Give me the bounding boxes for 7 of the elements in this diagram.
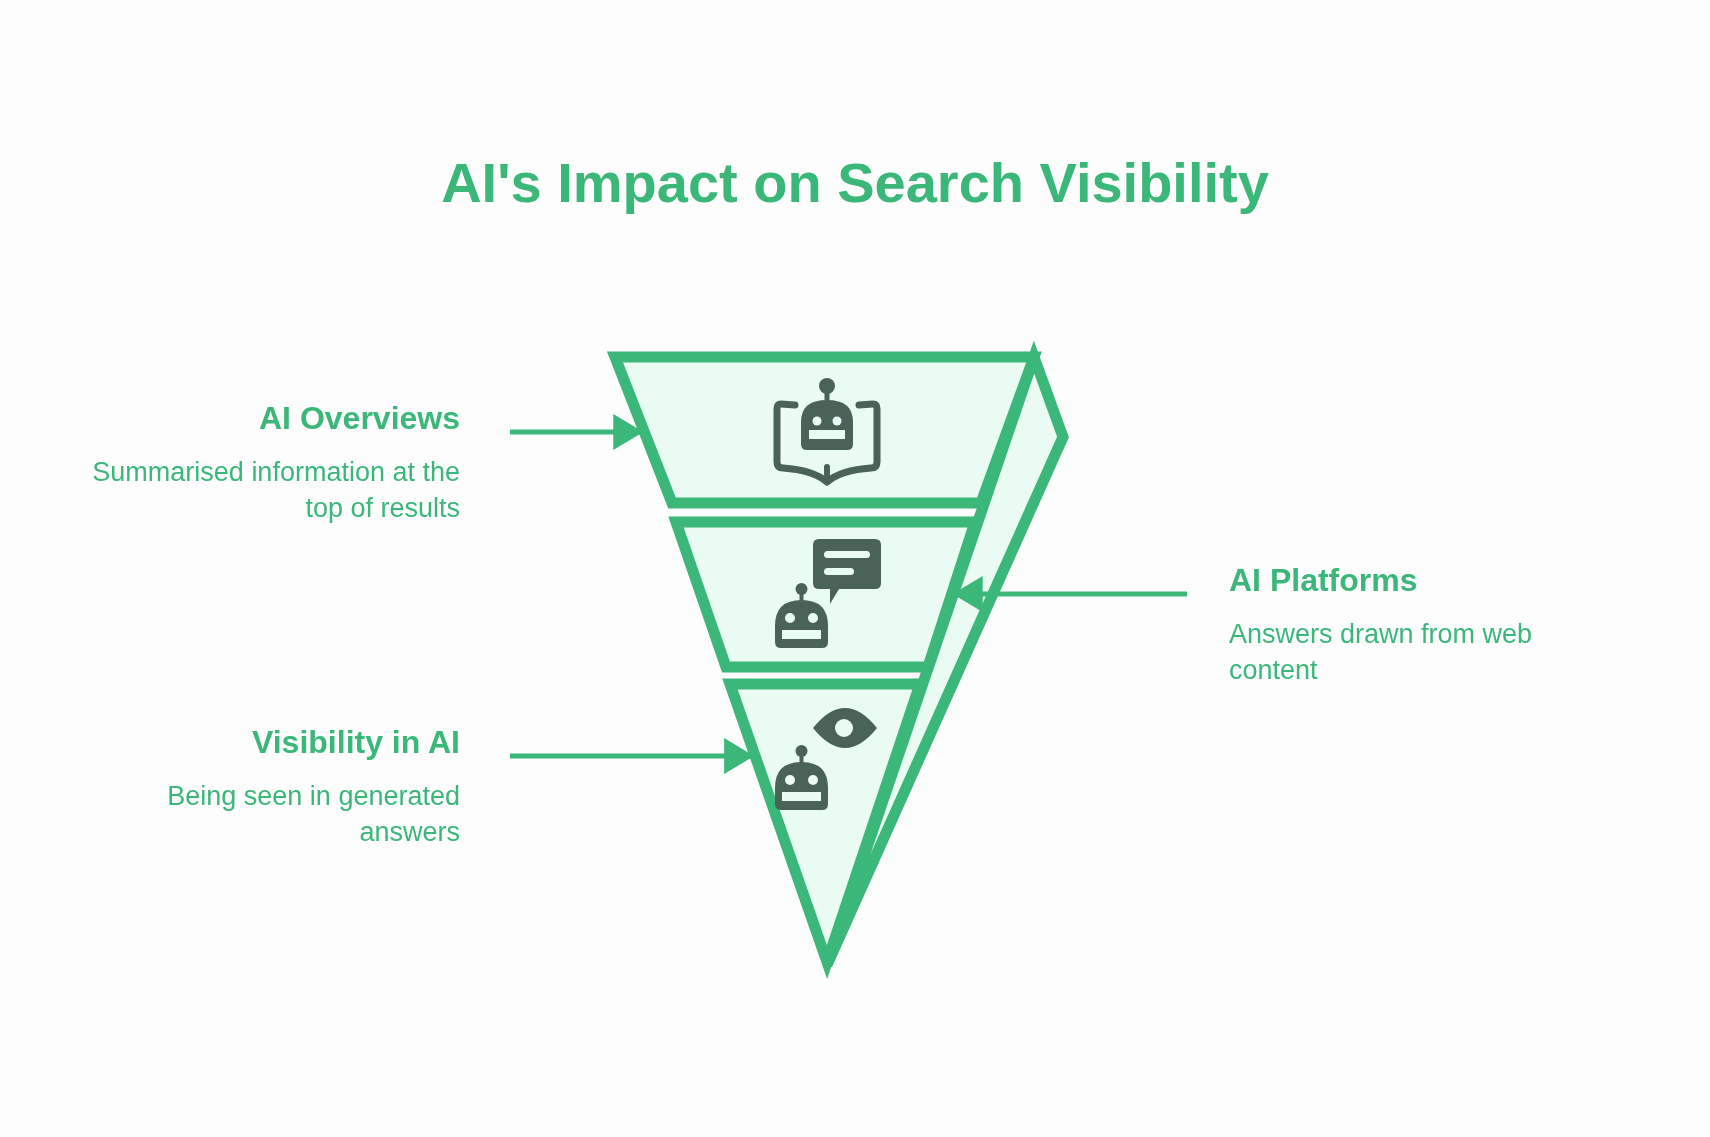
- description: Summarised information at the top of results: [91, 456, 460, 525]
- title: AI's Impact on Search Visibility: [440, 150, 1270, 216]
- heading: Visibility in AI: [250, 723, 460, 762]
- heading: AI Platforms: [1229, 561, 1419, 600]
- heading: AI Overviews: [258, 399, 460, 438]
- description: Answers drawn from web content: [1229, 618, 1534, 687]
- description: Being seen in generated answers: [166, 780, 460, 849]
